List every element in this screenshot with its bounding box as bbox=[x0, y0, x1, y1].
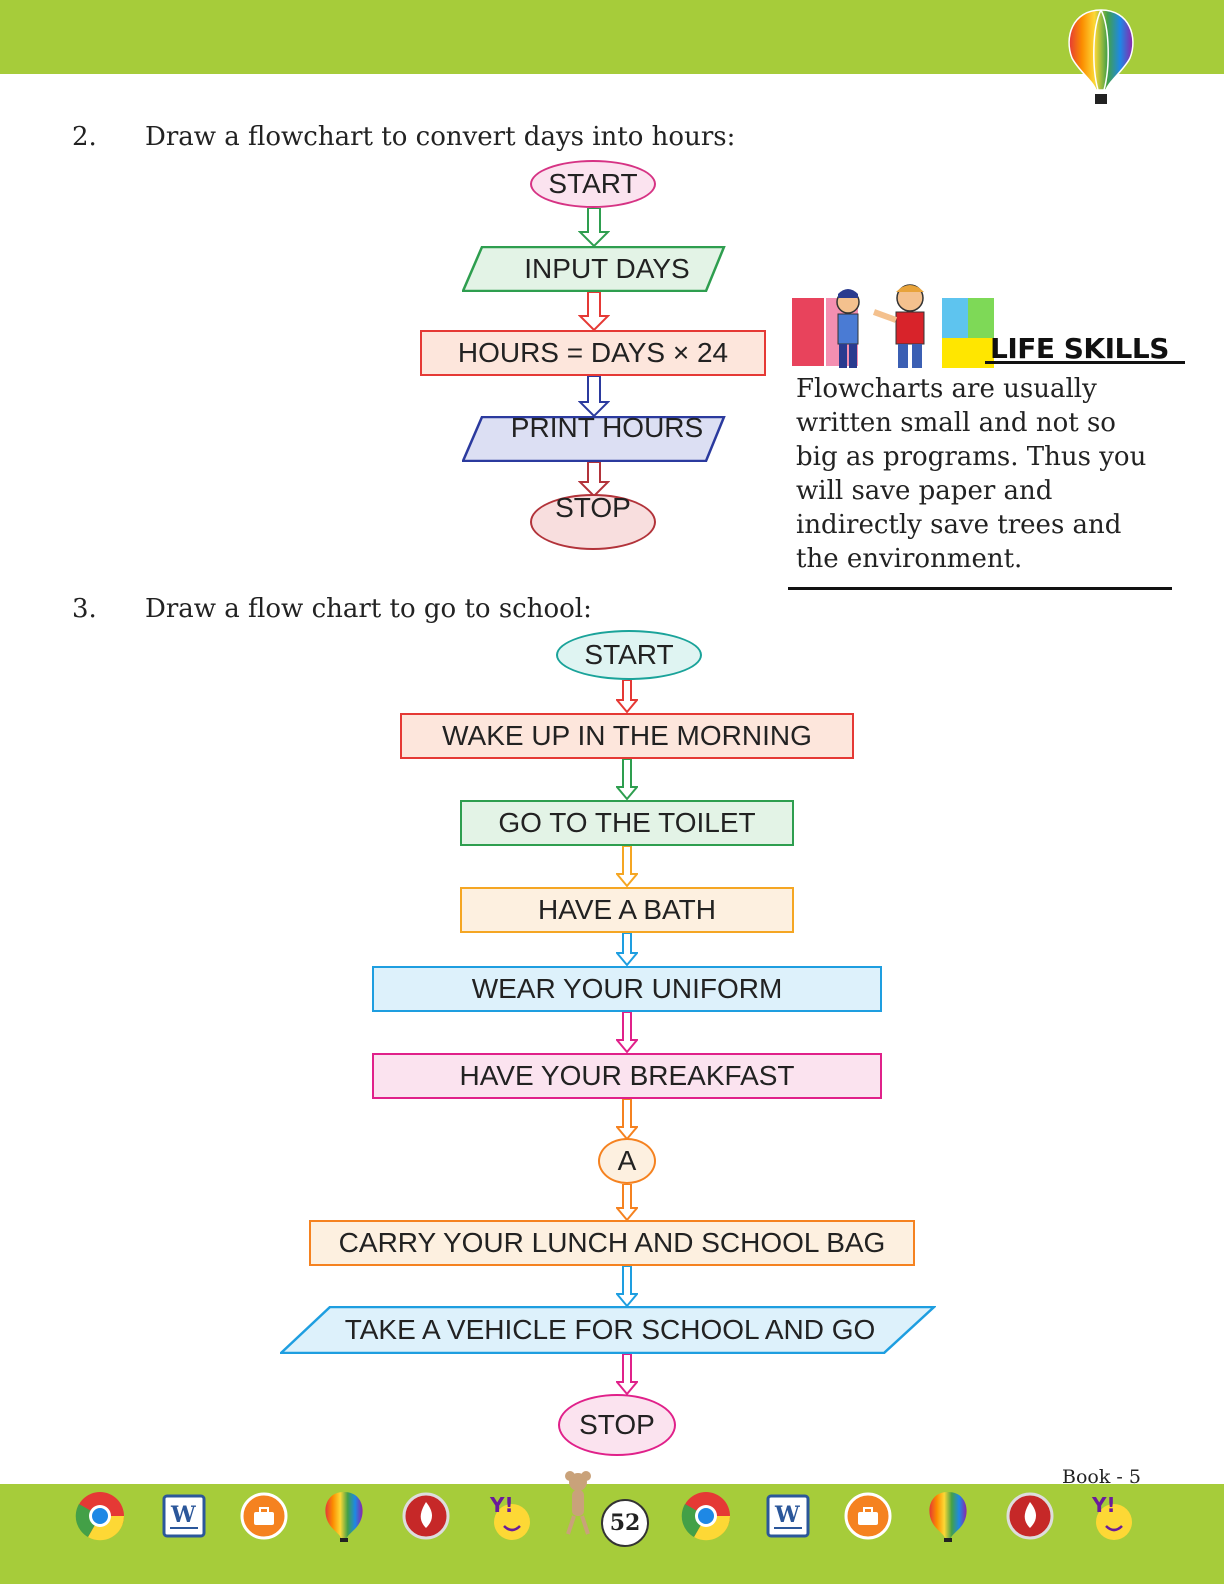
life-skills-logo bbox=[792, 284, 994, 368]
svg-text:W: W bbox=[774, 1502, 800, 1528]
flow-input-label: INPUT DAYS bbox=[524, 253, 690, 284]
mouse-mascot-icon bbox=[565, 1471, 591, 1535]
life-skills-line: written small and not so bbox=[796, 408, 1116, 438]
word-icon: W bbox=[162, 1494, 206, 1538]
flow-process-node: HOURS = DAYS × 24 bbox=[420, 330, 766, 376]
svg-text:Y!: Y! bbox=[489, 1493, 514, 1517]
svg-text:Y!: Y! bbox=[1091, 1493, 1116, 1517]
flow-bath-node: HAVE A BATH bbox=[460, 887, 794, 933]
page-number: 52 bbox=[601, 1499, 649, 1547]
question-number: 2. bbox=[72, 122, 97, 152]
divider bbox=[788, 587, 1172, 590]
yahoo-icon: Y! bbox=[489, 1493, 530, 1540]
flow-wake-node: WAKE UP IN THE MORNING bbox=[400, 713, 854, 759]
flow-arrow bbox=[616, 933, 638, 967]
life-skills-text: Flowcharts are usually written small and… bbox=[796, 372, 1156, 576]
flow-arrow bbox=[616, 759, 638, 801]
flow-arrow bbox=[616, 846, 638, 888]
flow-start-node: START bbox=[556, 630, 702, 680]
flow-breakfast-node: HAVE YOUR BREAKFAST bbox=[372, 1053, 882, 1099]
flow-arrow bbox=[616, 1266, 638, 1308]
flow-uniform-node: WEAR YOUR UNIFORM bbox=[372, 966, 882, 1012]
chrome-icon bbox=[75, 1492, 125, 1541]
life-skills-line: indirectly save trees and bbox=[796, 510, 1122, 540]
flow-arrow bbox=[616, 1184, 638, 1222]
life-skills-line: will save paper and bbox=[796, 476, 1053, 506]
hot-air-balloon-icon bbox=[1068, 9, 1134, 104]
flow-toilet-node: GO TO THE TOILET bbox=[460, 800, 794, 846]
flow-start-node: START bbox=[530, 160, 656, 208]
chrome-icon bbox=[681, 1492, 731, 1541]
flow-arrow bbox=[616, 680, 638, 714]
flow-stop-node bbox=[530, 494, 656, 550]
question-text: Draw a flow chart to go to school: bbox=[145, 594, 592, 624]
life-skills-line: the environment. bbox=[796, 544, 1023, 574]
flow-print-label: PRINT HOURS bbox=[510, 412, 704, 443]
book-label: Book - 5 bbox=[1062, 1466, 1141, 1488]
flame-icon bbox=[1006, 1492, 1054, 1540]
flow-arrow bbox=[616, 1099, 638, 1141]
flow-vehicle-node bbox=[280, 1306, 936, 1354]
yahoo-icon: Y! bbox=[1091, 1493, 1132, 1540]
flow-lunch-node: CARRY YOUR LUNCH AND SCHOOL BAG bbox=[309, 1220, 915, 1266]
flame-icon bbox=[402, 1492, 450, 1540]
svg-text:W: W bbox=[170, 1502, 196, 1528]
life-skills-line: big as programs. Thus you bbox=[796, 442, 1147, 472]
flow-arrow bbox=[616, 1012, 638, 1054]
flow-connector-node: A bbox=[598, 1138, 656, 1184]
flow-input-node bbox=[462, 246, 726, 292]
flow-print-node bbox=[462, 416, 726, 462]
flow-arrow bbox=[616, 1354, 638, 1396]
balloon-icon bbox=[929, 1492, 967, 1542]
question-text: Draw a flowchart to convert days into ho… bbox=[145, 122, 736, 152]
flow-arrow bbox=[578, 376, 610, 418]
top-banner bbox=[0, 0, 1224, 74]
divider bbox=[985, 361, 1185, 364]
question-number: 3. bbox=[72, 594, 97, 624]
flow-vehicle-label: TAKE A VEHICLE FOR SCHOOL AND GO bbox=[344, 1314, 876, 1345]
word-icon: W bbox=[766, 1494, 810, 1538]
toolbox-icon bbox=[240, 1492, 288, 1540]
flow-arrow bbox=[578, 292, 610, 332]
balloon-icon bbox=[325, 1492, 363, 1542]
life-skills-title: LIFE SKILLS bbox=[990, 332, 1169, 365]
flow-arrow bbox=[578, 208, 610, 248]
flow-stop-node: STOP bbox=[558, 1394, 676, 1456]
flow-stop-label: STOP bbox=[555, 492, 631, 523]
life-skills-line: Flowcharts are usually bbox=[796, 374, 1097, 404]
toolbox-icon bbox=[844, 1492, 892, 1540]
flow-arrow bbox=[578, 462, 610, 498]
